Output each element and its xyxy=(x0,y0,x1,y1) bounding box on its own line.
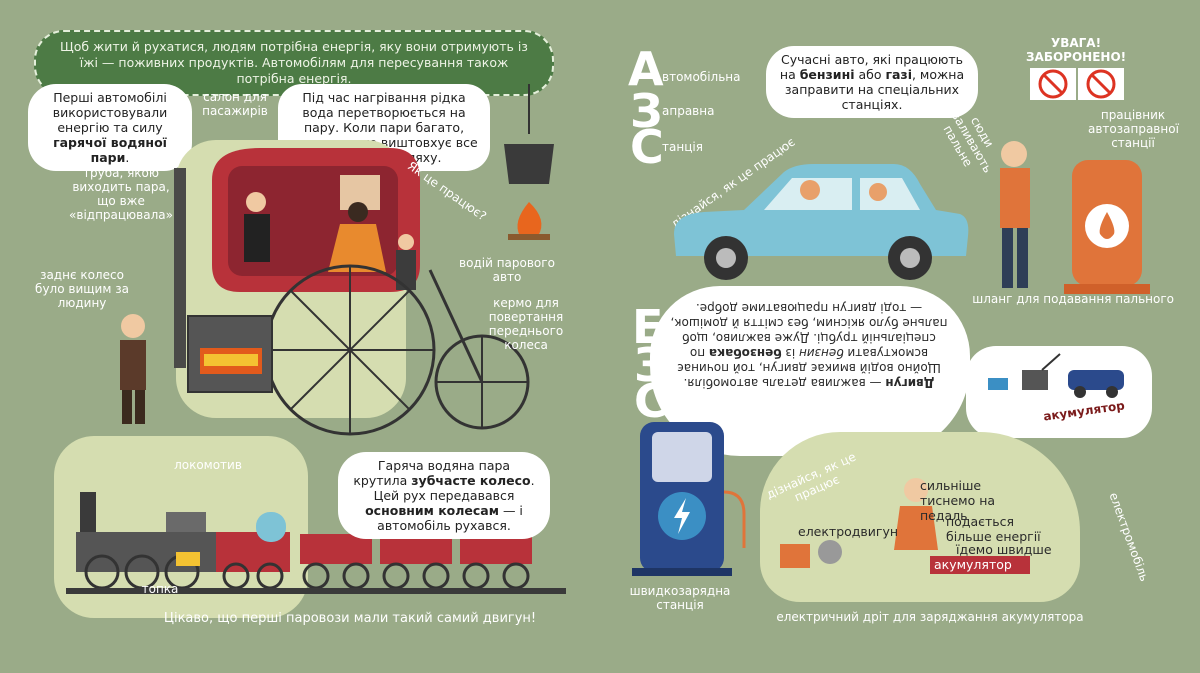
warning-label: УВАГА! ЗАБОРОНЕНО! xyxy=(1026,36,1127,64)
salon-label: салон для пасажирів xyxy=(202,90,268,118)
man-figure xyxy=(120,314,146,424)
ezs-letter-e: Е xyxy=(632,300,664,354)
motor-label: електродвигун xyxy=(798,524,899,539)
battery-inside-label: акумулятор xyxy=(934,557,1012,572)
bottom-note: Цікаво, що перші паровози мали такий сам… xyxy=(163,611,537,626)
fast-station-label: швидкозарядна станція xyxy=(629,584,731,612)
modern-cars-bubble: Сучасні авто, які працюють на бензині аб… xyxy=(766,46,978,118)
azs-word-z: аправна xyxy=(662,104,715,118)
driver-label: водій парового авто xyxy=(459,256,555,284)
first-cars-bold: гарячої водяної пари xyxy=(53,135,167,165)
engine-text-flipped: Двигун — важлива деталь автомобіля. Щойн… xyxy=(670,300,948,390)
charging-station xyxy=(632,422,746,576)
first-cars-end: . xyxy=(125,150,130,165)
azs-letter-a: А xyxy=(628,42,664,96)
ezs-letter-z: З xyxy=(634,338,667,392)
gas-worker xyxy=(1000,141,1030,288)
engine-bold-1: Двигун xyxy=(885,376,935,390)
go-faster-label: їдемо швидше xyxy=(956,542,1052,557)
steam-text-2: . Цей рух передавався xyxy=(373,473,535,503)
worker-label: працівник автозаправної станції xyxy=(1088,108,1179,150)
modern-text-1: Сучасні авто, які працюють на xyxy=(779,52,964,82)
engine-italic: бензин xyxy=(799,346,844,360)
press-label: сильніше тиснемо на педаль xyxy=(920,478,996,523)
modern-text-3: , можна заправити на спеціальних станція… xyxy=(784,67,965,112)
rc-toys xyxy=(988,353,1124,398)
toys-bg xyxy=(966,346,1152,438)
engine-text-2: із xyxy=(781,346,800,360)
locomotive-label: локомотив xyxy=(174,458,242,472)
steam-text-3: — і автомобіль рухався. xyxy=(377,503,523,533)
azs-word-a: втомобільна xyxy=(662,70,741,84)
more-energy-label: подається більше енергії xyxy=(946,514,1041,544)
firebox-label: топка xyxy=(141,582,179,596)
modern-bold-1: бензині xyxy=(799,67,855,82)
azs-letter-z: З xyxy=(630,84,663,138)
electromobile-label: електромобіль xyxy=(1106,490,1152,584)
no-smoking-sign xyxy=(1030,68,1076,100)
ezs-letter-s: С xyxy=(634,374,668,428)
engine-bold-2: бензобака xyxy=(708,346,782,360)
modern-text-2: або xyxy=(854,67,886,82)
fuel-pump xyxy=(1064,160,1150,294)
steering-label: кермо для повертання переднього колеса xyxy=(488,296,564,352)
steam-bold-2: основним колесам xyxy=(365,503,499,518)
rear-wheel-label: заднє колесо було вищим за людину xyxy=(35,268,129,310)
electric-car xyxy=(780,478,1030,574)
steam-bubble: Гаряча водяна пара крутила зубчасте коле… xyxy=(338,452,550,539)
rails xyxy=(66,588,566,594)
azs-letter-s: С xyxy=(630,120,664,174)
no-fire-sign xyxy=(1078,68,1124,100)
first-cars-bubble: Перші автомобілі використовували енергію… xyxy=(28,84,192,171)
first-cars-text: Перші автомобілі використовували енергію… xyxy=(52,90,168,135)
steam-car xyxy=(174,148,530,436)
modern-bold-2: газі xyxy=(885,67,912,82)
ezs-word-s: танція xyxy=(666,398,707,412)
hose-label: шланг для подавання пального xyxy=(972,292,1174,306)
train xyxy=(76,492,532,590)
petrol-car xyxy=(674,164,969,280)
pipe-label: труба, якою виходить пара, що вже «відпр… xyxy=(69,166,173,222)
steam-bold-1: зубчасте колесо xyxy=(411,473,531,488)
wire-label: електричний дріт для заряджання акумулят… xyxy=(776,610,1084,624)
steam-text-1: Гаряча водяна пара крутила xyxy=(353,458,511,488)
azs-word-s: танція xyxy=(662,140,703,154)
pot-over-fire xyxy=(504,84,554,240)
